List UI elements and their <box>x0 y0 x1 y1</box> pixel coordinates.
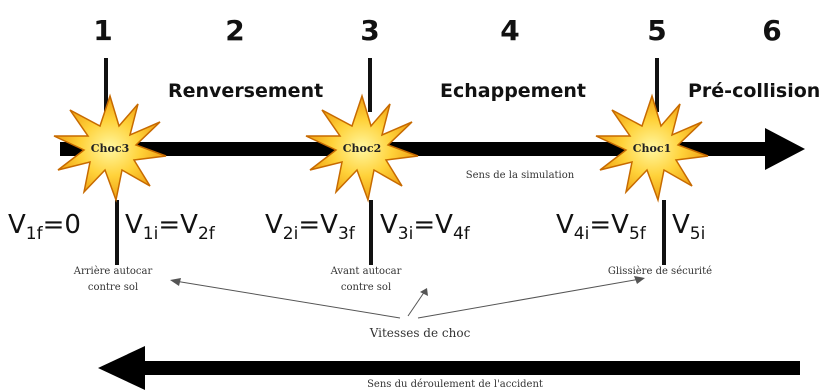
accident-direction-label: Sens du déroulement de l'accident <box>367 379 543 390</box>
phase-echappement: Echappement <box>440 80 586 102</box>
simulation-direction-label: Sens de la simulation <box>466 170 575 181</box>
divider-lines <box>104 58 666 265</box>
shock-star-choc1: Choc1 <box>595 93 709 203</box>
contact-label-1-line1: Arrière autocar <box>73 266 153 277</box>
choc3-label: Choc3 <box>91 142 129 155</box>
column-number-5: 5 <box>647 14 666 47</box>
column-number-1: 1 <box>93 14 112 47</box>
choc2-label: Choc2 <box>343 142 381 155</box>
shock-speeds-label: Vitesses de choc <box>369 326 471 340</box>
equation-v5i: V5i <box>672 210 705 244</box>
column-number-6: 6 <box>762 14 781 47</box>
pointer-arrowheads <box>170 276 645 296</box>
contact-label-2-line2: contre sol <box>341 282 391 293</box>
simulation-arrow <box>60 128 805 170</box>
equation-v4i-v5f: V4i=V5f <box>556 210 647 244</box>
shock-speed-pointers <box>174 278 641 319</box>
shock-star-choc3: Choc3 <box>53 93 167 203</box>
choc1-label: Choc1 <box>633 142 671 155</box>
phase-renversement: Renversement <box>168 80 323 102</box>
column-number-4: 4 <box>500 14 519 47</box>
column-number-2: 2 <box>225 14 244 47</box>
equation-v3i-v4f: V3i=V4f <box>380 210 471 244</box>
contact-label-1-line2: contre sol <box>88 282 138 293</box>
shock-star-choc2: Choc2 <box>305 93 419 203</box>
phase-precollision: Pré-collision <box>688 80 820 102</box>
contact-label-2-line1: Avant autocar <box>330 266 402 277</box>
column-number-3: 3 <box>360 14 379 47</box>
equation-v1f: V1f=0 <box>8 210 81 244</box>
contact-label-3: Glissière de sécurité <box>608 266 712 277</box>
equation-v2i-v3f: V2i=V3f <box>265 210 356 244</box>
accident-direction-arrow <box>98 346 800 390</box>
equation-v1i-v2f: V1i=V2f <box>125 210 216 244</box>
